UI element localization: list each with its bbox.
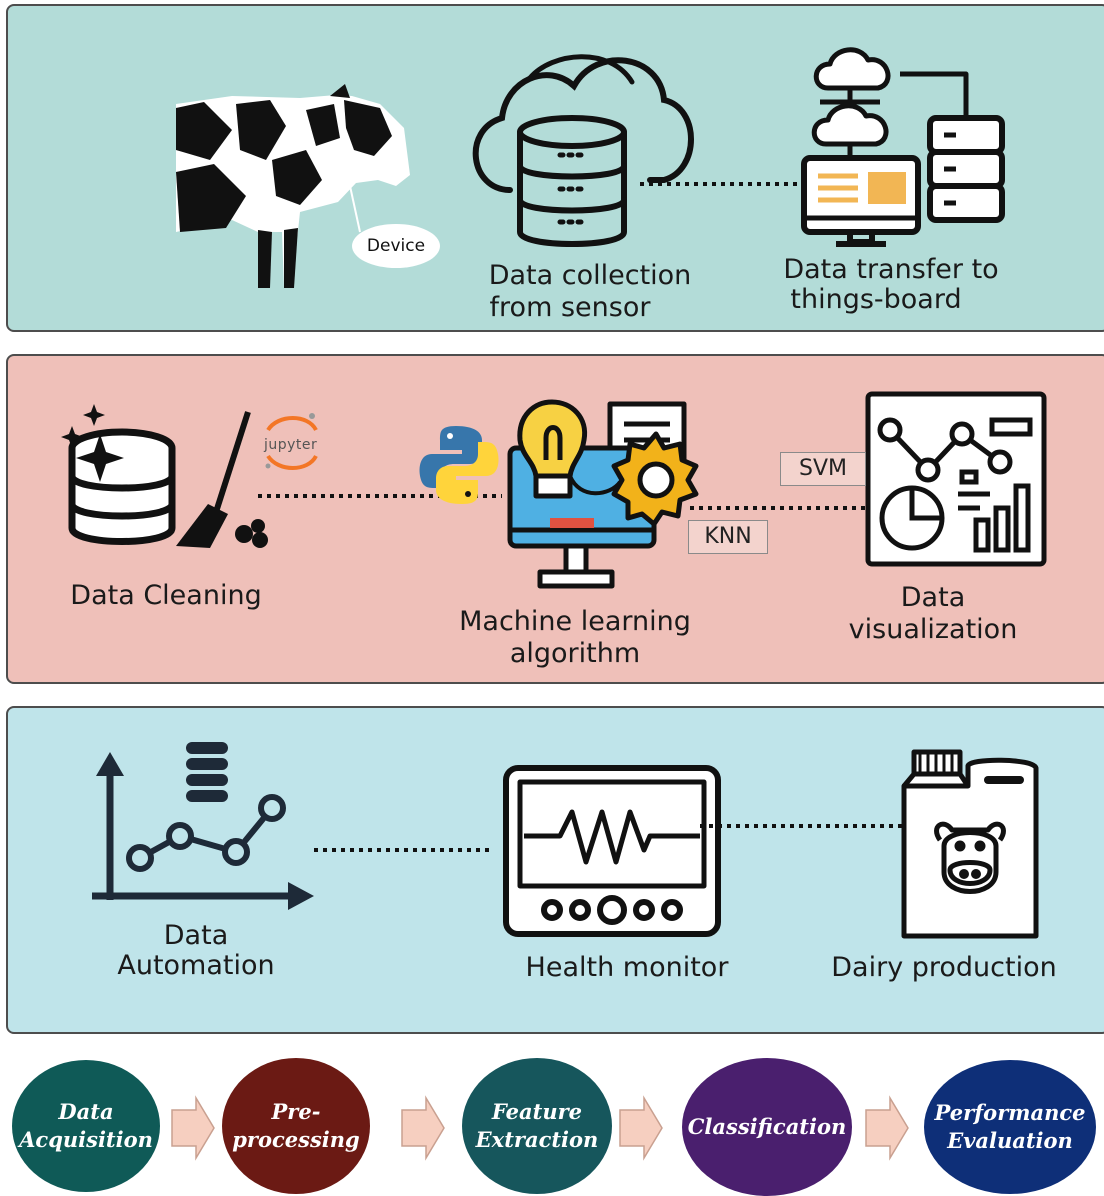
- ml-computer-icon: [507, 399, 699, 589]
- dairy-label: Dairy production: [831, 952, 1057, 983]
- svm-tag: SVM: [780, 452, 866, 486]
- device-bubble: Device: [352, 224, 440, 268]
- transfer-label-line2: things-board: [790, 284, 962, 315]
- viz-label-line1: Data: [900, 582, 966, 613]
- cleaning-label: Data Cleaning: [70, 580, 262, 611]
- step-pre-processing: Pre-processing: [222, 1058, 370, 1194]
- step-label-line2: Extraction: [475, 1127, 599, 1152]
- cow-icon: [176, 84, 410, 288]
- ml-label-line2: algorithm: [509, 638, 641, 669]
- flow-arrow-icon: [865, 1095, 909, 1161]
- flow-arrow-icon: [401, 1095, 445, 1161]
- step-label-line2: Acquisition: [19, 1127, 153, 1152]
- jupyter-label: jupyter: [264, 437, 318, 453]
- automation-label-line2: Automation: [117, 950, 275, 981]
- viz-label-line2: visualization: [848, 614, 1018, 645]
- step-label-line2: Evaluation: [947, 1128, 1073, 1153]
- python-logo-icon: [419, 426, 499, 504]
- knn-tag: KNN: [688, 520, 768, 554]
- dashboard-icon: [865, 391, 1047, 567]
- step-classification: Classification: [682, 1058, 852, 1196]
- server-monitor-icon: [801, 47, 1005, 247]
- ml-label-line1: Machine learning: [459, 606, 691, 637]
- step-label-line1: Performance: [934, 1100, 1086, 1125]
- step-label-line1: Classification: [687, 1114, 847, 1139]
- collection-label-line1: Data collection: [488, 260, 692, 291]
- database-cleaning-icon: [61, 404, 268, 548]
- collection-label-line2: from sensor: [489, 292, 651, 323]
- flow-arrow-icon: [171, 1095, 215, 1161]
- step-label-line1: Data: [58, 1099, 114, 1124]
- milk-jug-icon: [901, 749, 1039, 939]
- health-monitor-icon: [503, 765, 721, 937]
- health-label: Health monitor: [525, 952, 729, 983]
- jupyter-logo-icon: [265, 413, 318, 470]
- automation-label-line1: Data: [163, 920, 229, 951]
- cloud-database-icon: [472, 54, 694, 247]
- step-label-line2: processing: [232, 1127, 360, 1152]
- flow-arrow-icon: [619, 1095, 663, 1161]
- step-label-line1: Feature: [491, 1099, 583, 1124]
- step-label-line1: Pre-: [271, 1099, 321, 1124]
- automation-chart-icon: [92, 742, 314, 910]
- transfer-label-line1: Data transfer to: [783, 254, 999, 285]
